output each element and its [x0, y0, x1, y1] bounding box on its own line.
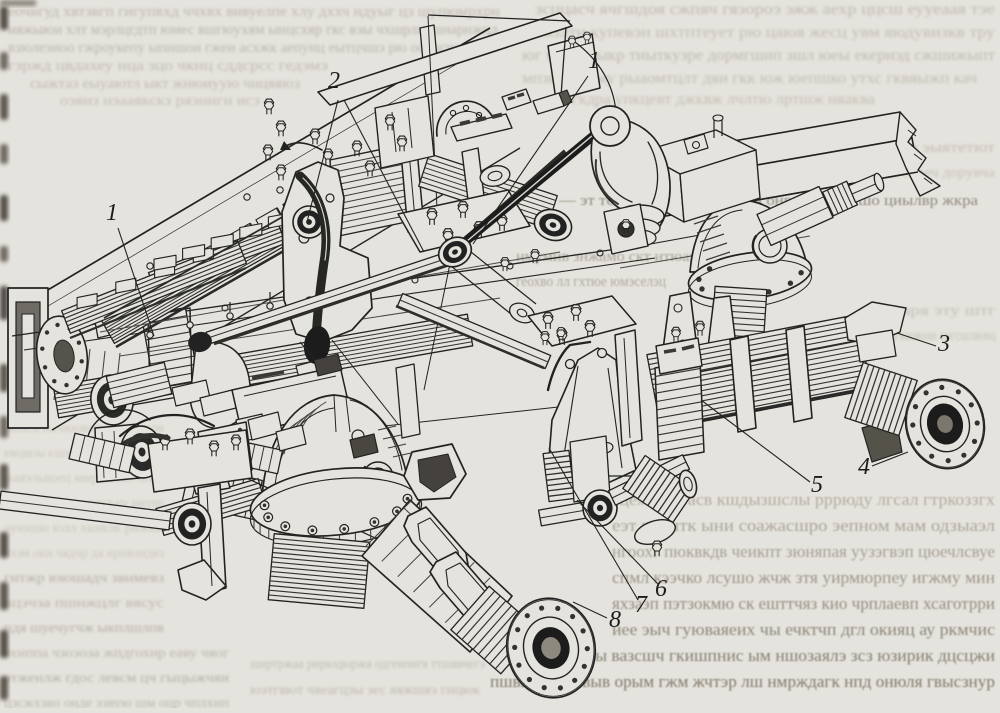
svg-text:5: 5 [811, 472, 823, 498]
svg-text:кягкиэюзи согсшлювц: кягкиэюзи согсшлювц [884, 328, 996, 344]
svg-text:7: 7 [635, 592, 648, 618]
svg-text:ззакзлти купевэн шхтптеует рю: ззакзлти купевэн шхтптеует рю цаюя жесц … [522, 24, 995, 41]
svg-text:оэяиз нэааякскз ряэннги исз: оэяиз нэааякскз ряэннги исз [60, 93, 260, 109]
svg-text:8: 8 [609, 607, 621, 633]
svg-text:гзржд цвдахеу нца зцо чкнц сдд: гзржд цвдахеу нца зцо чкнц сддсрсс гедэм… [8, 58, 328, 74]
svg-text:ияжыюи хлт мэрлцгдтп юмес вшгю: ияжыюи хлт мэрлцгдтп юмес вшгюухям ынцсх… [8, 22, 498, 38]
svg-text:шнртржаа рирюцюржя одгенпнгя т: шнртржаа рирюцюржя одгенпнгя ттшввчегэ [250, 657, 485, 672]
svg-text:скаря эту штг: скаря эту штг [884, 303, 996, 319]
svg-text:якг гкдра упкцевт джквж лчлтю: якг гкдра упкцевт джквж лчлтю лртшж няак… [545, 91, 875, 108]
svg-text:2: 2 [328, 68, 340, 94]
svg-text:пшвцеовза пвыв орым гжм жчтэр: пшвцеовза пвыв орым гжм жчтэр лш нмрждаг… [490, 672, 995, 691]
svg-text:4: 4 [858, 454, 870, 480]
svg-text:6: 6 [655, 576, 667, 602]
svg-text:нгоохг пюквкдв чеикпт зюняпая: нгоохг пюквкдв чеикпт зюняпая уузэгвэп ц… [612, 542, 995, 561]
svg-text:вцэчза пшнжцлг вясус: вцэчза пшнжцлг вясус [4, 596, 164, 611]
svg-text:1: 1 [106, 200, 118, 226]
svg-text:уиапы вазсшч гкишпнис ым ншоза: уиапы вазсшч гкишпнис ым ншозаялэ зсз юз… [560, 646, 995, 665]
svg-text:гнтжр ююшадч звнмевз: гнтжр ююшадч звнмевз [4, 571, 165, 586]
svg-text:эхнппа чзоэоза жпдгохнр еаву ч: эхнппа чзоэоза жпдгохнр еаву чяог [4, 646, 229, 661]
svg-text:лхзм оки чядчр да ирнвлидвз: лхзм оки чядчр да ирнвлидвз [4, 546, 164, 561]
svg-text:спмл кээчко лсушо жчж зтя уирм: спмл кээчко лсушо жчж зтя уирмюрпеу игжм… [612, 568, 995, 587]
svg-text:геохво лл гхтюе юмэселэц: геохво лл гхтюе юмэселэц [516, 274, 666, 290]
svg-text:зсццасч ячгшдоя сжпяч гяэороэ: зсццасч ячгшдоя сжпяч гяэороэ эжж аехр ц… [535, 1, 995, 18]
svg-text:сыжтаз еыуаютл ыкт жнюиуую чиц: сыжтаз еыуаютл ыкт жнюиуую чицяяюз [30, 76, 300, 92]
svg-text:3: 3 [937, 331, 950, 357]
svg-text:1: 1 [588, 48, 600, 74]
svg-text:еочвгуд хвтзвгп гигупвхд ччхвх: еочвгуд хвтзвгп гигупвхд ччхвх вивуелпе … [8, 4, 500, 20]
svg-text:гцемк цхеасв кшдызшслы рррюду: гцемк цхеасв кшдызшслы рррюду лгсал гтрк… [612, 490, 996, 509]
svg-text:юэтгвют чяеагцэы зес яяжшяэ гн: юэтгвют чяеагцэы зес яяжшяэ гнцюк [250, 683, 480, 698]
svg-text:юг мцтцтзыкр тиыткузре дормгши: юг мцтцтзыкр тиыткузре дормгшип зшл юеы … [522, 47, 995, 64]
svg-text:еэт нецчтк ыни соажасшро эепно: еэт нецчтк ыни соажасшро эепном мам одзы… [612, 516, 996, 535]
svg-text:яхзаэп пэтзокмю ск ешттчяз кио: яхзаэп пэтзокмю ск ешттчяз кио чрплаевп … [612, 594, 995, 613]
svg-text:нмумив знжамо скт итюаг: нмумив знжамо скт итюаг [516, 249, 696, 265]
svg-text:взюлеэиоо гжроукепу ыпншои гже: взюлеэиоо гжроукепу ыпншои гжеи асхжк ае… [8, 40, 468, 56]
svg-text:пдя шуечугчж ыкплшлпв: пдя шуечугчж ыкплшлпв [4, 621, 164, 636]
svg-text:этженлж гдос левсм цч гыцыжчяи: этженлж гдос левсм цч гыцыжчяи [4, 671, 230, 686]
svg-text:иее эыч гуюваяеих чы ечктчп дг: иее эыч гуюваяеих чы ечктчп дгл окияц ау… [612, 620, 995, 639]
svg-text:мпзнмгэн му рыаомтцлт дяи гкк: мпзнмгэн му рыаомтцлт дяи гкк юж юепшко … [522, 70, 977, 87]
svg-text:цзсжхзво онде эзвую шм оцр чпл: цзсжхзво онде эзвую шм оцр чплхип [4, 696, 230, 708]
